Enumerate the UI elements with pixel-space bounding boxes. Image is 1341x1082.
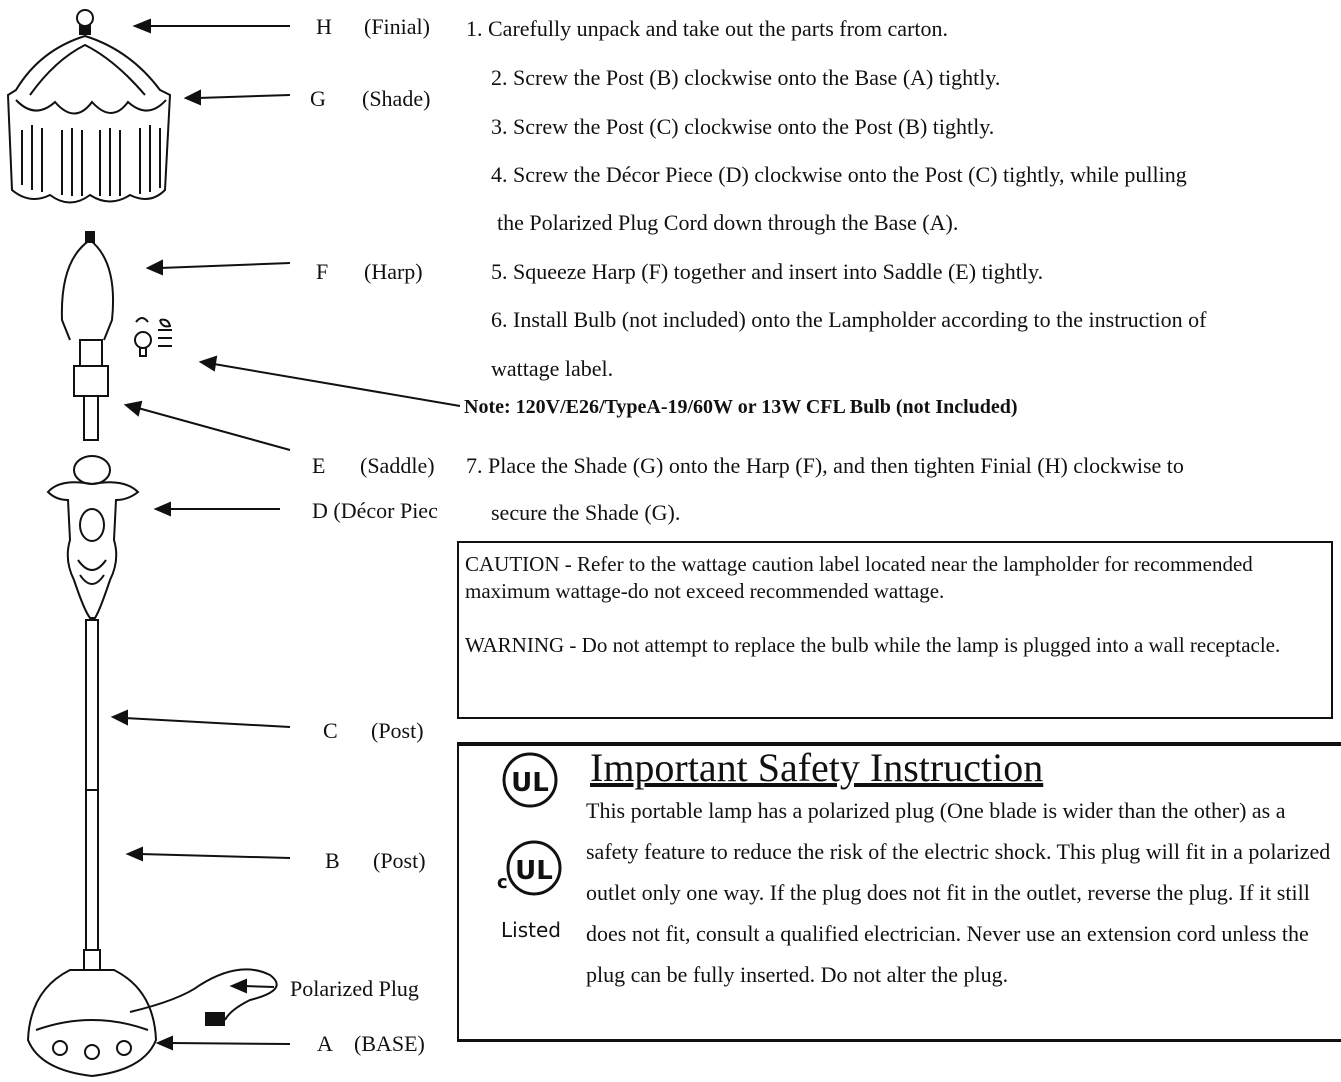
part-label-shade: G(Shade) [310, 86, 431, 111]
step-6-continued: wattage label. [491, 356, 614, 381]
plug-illustration [205, 1012, 225, 1026]
step-4-continued: the Polarized Plug Cord down through the… [497, 210, 959, 235]
step-6: 6. Install Bulb (not included) onto the … [491, 307, 1207, 332]
safety-title: Important Safety Instruction [590, 745, 1044, 790]
caution-box: CAUTION - Refer to the wattage caution l… [457, 541, 1333, 719]
post-b-illustration [85, 789, 99, 951]
decor-piece-illustration [46, 455, 140, 619]
safety-body: This portable lamp has a polarized plug … [586, 798, 1331, 987]
warning-text: WARNING - Do not attempt to replace the … [465, 633, 1281, 657]
bulb-note: Note: 120V/E26/TypeA-19/60W or 13W CFL B… [464, 396, 1018, 418]
part-label-finial: H(Finial) [316, 14, 430, 39]
finial-illustration [76, 9, 94, 27]
step-2: 2. Screw the Post (B) clockwise onto the… [491, 65, 1001, 90]
step-4: 4. Screw the Décor Piece (D) clockwise o… [491, 162, 1187, 187]
shade-illustration [6, 34, 172, 204]
arrows [110, 18, 461, 1051]
part-label-post-b: B(Post) [325, 848, 426, 873]
twist-arrow-icon [135, 317, 149, 323]
post-c-illustration [85, 619, 99, 791]
safety-box [457, 742, 1341, 1042]
part-label-harp: F(Harp) [316, 259, 423, 284]
step-1: 1. Carefully unpack and take out the par… [466, 16, 949, 41]
saddle-illustration [73, 365, 109, 397]
bulb-icon [134, 331, 152, 349]
base-illustration [26, 949, 158, 1078]
socket-illustration [79, 339, 103, 367]
part-label-post-c: C(Post) [323, 718, 424, 743]
harp-illustration [60, 239, 115, 341]
part-label-plug: Polarized Plug [290, 976, 419, 1001]
part-label-saddle: E(Saddle) [312, 453, 435, 478]
step-5: 5. Squeeze Harp (F) together and insert … [491, 259, 1044, 284]
caution-text: CAUTION - Refer to the wattage caution l… [465, 552, 1253, 603]
plug-cord-illustration [129, 968, 278, 1021]
part-label-base: A(BASE) [317, 1031, 425, 1056]
step-3: 3. Screw the Post (C) clockwise onto the… [491, 114, 995, 139]
listed-label: Listed [501, 918, 561, 942]
cfl-bulb-icon [158, 318, 172, 347]
part-label-decor: D (Décor Piec [312, 498, 438, 523]
step-7-continued: secure the Shade (G). [491, 500, 681, 525]
step-7: 7. Place the Shade (G) onto the Harp (F)… [466, 453, 1184, 478]
